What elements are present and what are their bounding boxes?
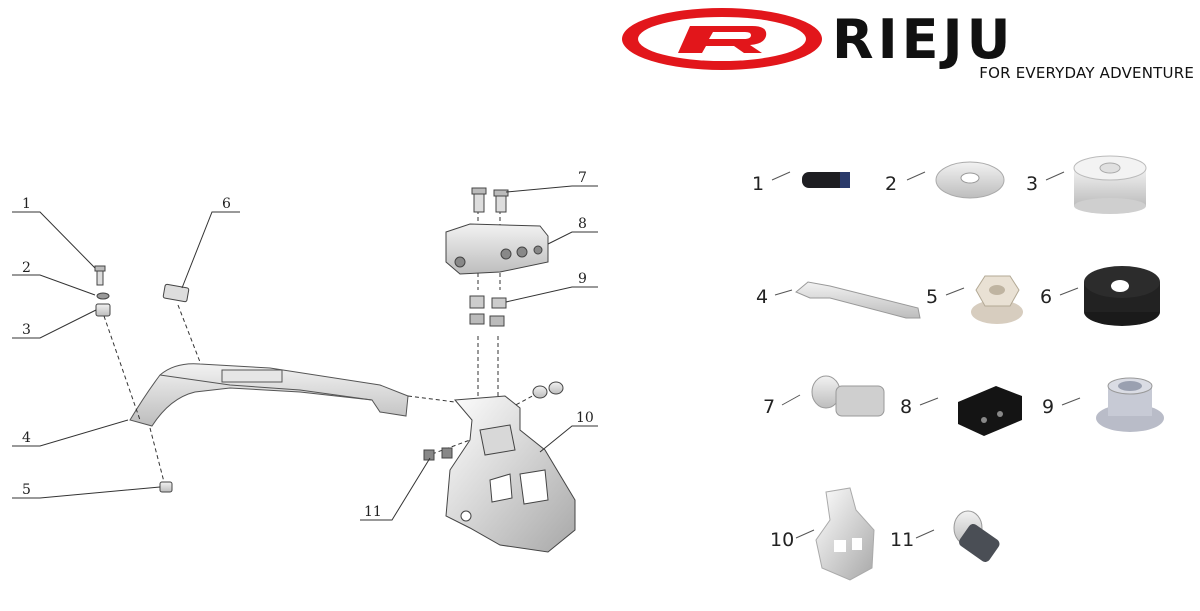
legend-number-9: 9 [1042, 396, 1054, 418]
callout-7: 7 [578, 170, 587, 186]
callout-11: 11 [364, 504, 382, 520]
legend-number-3: 3 [1026, 173, 1038, 195]
legend-number-4: 4 [756, 286, 768, 308]
rubber-grommet-icon [1084, 266, 1160, 326]
mounting-block-icon [958, 386, 1022, 436]
spacer-bushing-icon [1073, 155, 1147, 214]
callout-leaders [12, 185, 598, 521]
callout-3: 3 [22, 322, 31, 338]
callout-9: 9 [578, 271, 587, 287]
bracket-plate-icon [815, 487, 875, 581]
pin-bolt-icon [802, 172, 850, 188]
short-bolt-icon [953, 510, 1000, 562]
callout-labels: 1 2 3 4 5 6 7 8 9 10 11 [22, 170, 594, 520]
button-head-bolt-icon [811, 375, 885, 417]
rieju-logo-mark: RIEJU [622, 8, 1015, 71]
exploded-support-arm [129, 363, 409, 427]
callout-5: 5 [22, 482, 31, 498]
callout-10: 10 [576, 410, 594, 426]
exploded-mounting-block [445, 187, 549, 327]
legend-number-7: 7 [763, 396, 775, 418]
legend-number-10: 10 [770, 529, 794, 551]
exploded-fasteners [423, 381, 564, 461]
callout-2: 2 [22, 260, 31, 276]
legend-number-8: 8 [900, 396, 912, 418]
legend-number-5: 5 [926, 286, 938, 308]
brand-tagline: FOR EVERYDAY ADVENTURE [979, 64, 1194, 82]
callout-8: 8 [578, 216, 587, 232]
rieju-logo: RIEJU [620, 6, 1200, 96]
legend-number-1: 1 [752, 173, 764, 195]
flanged-bushing-icon [1096, 377, 1164, 432]
callout-6: 6 [222, 196, 231, 212]
legend-number-2: 2 [885, 173, 897, 195]
callout-4: 4 [22, 430, 31, 446]
flange-nut-icon [971, 275, 1023, 324]
exploded-pin-stack [94, 265, 190, 493]
legend-number-11: 11 [890, 529, 914, 551]
callout-1: 1 [22, 196, 31, 212]
support-arm-icon [795, 281, 921, 319]
parts-legend: 1 2 3 4 [752, 155, 1164, 581]
legend-number-6: 6 [1040, 286, 1052, 308]
exploded-bracket-plate [445, 395, 576, 553]
flat-washer-icon [935, 161, 1005, 199]
logo-wordmark: RIEJU [832, 8, 1015, 71]
